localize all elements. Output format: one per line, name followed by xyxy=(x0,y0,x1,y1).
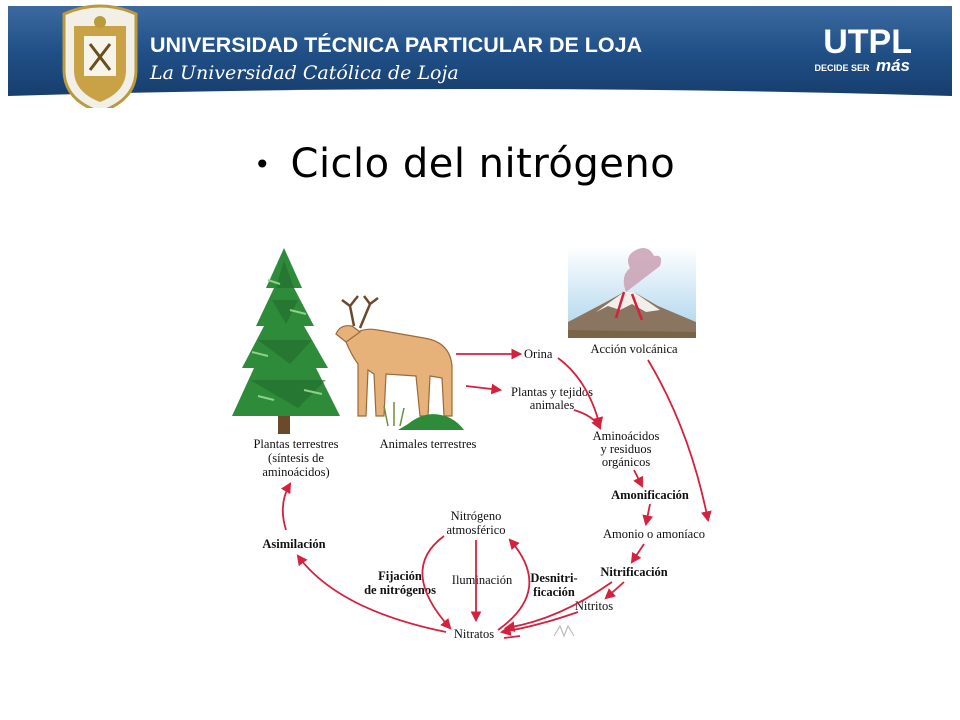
label-desnitri-1: Desnitri- xyxy=(530,571,577,585)
label-animales: Animales terrestres xyxy=(380,437,477,451)
brand-logo: UTPL xyxy=(823,23,912,61)
slide-title: Ciclo del nitrógeno xyxy=(290,141,676,187)
label-orina: Orina xyxy=(524,347,553,361)
label-amonio: Amonio o amoníaco xyxy=(603,527,705,541)
label-atmos-2: atmosférico xyxy=(446,523,505,537)
slogan-word: más xyxy=(876,56,910,75)
arrow-asimilacion-plantas xyxy=(280,482,292,531)
university-crest-icon xyxy=(62,4,138,108)
volcano-icon xyxy=(568,246,696,338)
label-nitritos: Nitritos xyxy=(575,599,613,613)
label-fijacion-2: de nitrógenos xyxy=(364,583,436,597)
tree-icon xyxy=(232,248,340,434)
label-tejidos-2: animales xyxy=(530,398,575,412)
arrow-amino-amonificacion xyxy=(633,469,643,488)
label-amino-3: orgánicos xyxy=(602,455,651,469)
arrow-animal-tejidos xyxy=(465,383,503,395)
signature-mark-icon xyxy=(553,624,575,638)
label-amonificacion: Amonificación xyxy=(611,488,689,502)
label-plantas-1: Plantas terrestres xyxy=(253,437,338,451)
slogan: DECIDE SER más xyxy=(815,56,911,75)
label-amino-2: y residuos xyxy=(600,442,651,456)
bullet-icon: • xyxy=(254,147,271,181)
label-amino-1: Aminoácidos xyxy=(593,429,660,443)
label-tejidos-1: Plantas y tejidos xyxy=(511,385,593,399)
arrow-nitrificacion-nitritos xyxy=(604,581,625,600)
cycle-arrows xyxy=(280,348,712,639)
label-plantas-2: (síntesis de xyxy=(268,451,324,465)
arrow-orina-amino xyxy=(557,357,604,429)
slogan-prefix: DECIDE SER xyxy=(815,63,871,73)
label-nitrificacion: Nitrificación xyxy=(600,565,667,579)
label-desnitri-2: ficación xyxy=(533,585,575,599)
arrow-amonio-nitrificacion xyxy=(630,543,645,564)
arrow-nitrificacion-nitratos xyxy=(503,581,613,633)
arrow-asimilacion-nitratos xyxy=(296,554,447,633)
nitrogen-cycle-diagram: Plantas terrestres (síntesis de aminoáci… xyxy=(232,246,712,641)
label-asimilacion: Asimilación xyxy=(262,537,325,551)
label-atmos-1: Nitrógeno xyxy=(451,509,502,523)
arrow-amonificacion-amonio xyxy=(642,503,653,527)
arrow-nitratos-out xyxy=(503,635,521,639)
label-volcanica: Acción volcánica xyxy=(590,342,678,356)
label-fijacion-1: Fijación xyxy=(378,569,422,583)
header-banner: UNIVERSIDAD TÉCNICA PARTICULAR DE LOJA L… xyxy=(8,4,952,108)
label-nitratos: Nitratos xyxy=(454,627,494,641)
university-tagline: La Universidad Católica de Loja xyxy=(149,62,459,84)
deer-icon xyxy=(335,295,464,430)
arrow-volcanica-amonio xyxy=(647,359,712,523)
label-plantas-3: aminoácidos) xyxy=(262,465,329,479)
arrow-fijacion xyxy=(421,535,452,630)
slide-title-row: • Ciclo del nitrógeno xyxy=(254,136,675,192)
arrow-desnitrificacion xyxy=(497,538,531,631)
label-iluminacion: Iluminación xyxy=(452,573,513,587)
university-name: UNIVERSIDAD TÉCNICA PARTICULAR DE LOJA xyxy=(150,32,642,57)
arrow-tejidos-amino xyxy=(573,409,601,430)
